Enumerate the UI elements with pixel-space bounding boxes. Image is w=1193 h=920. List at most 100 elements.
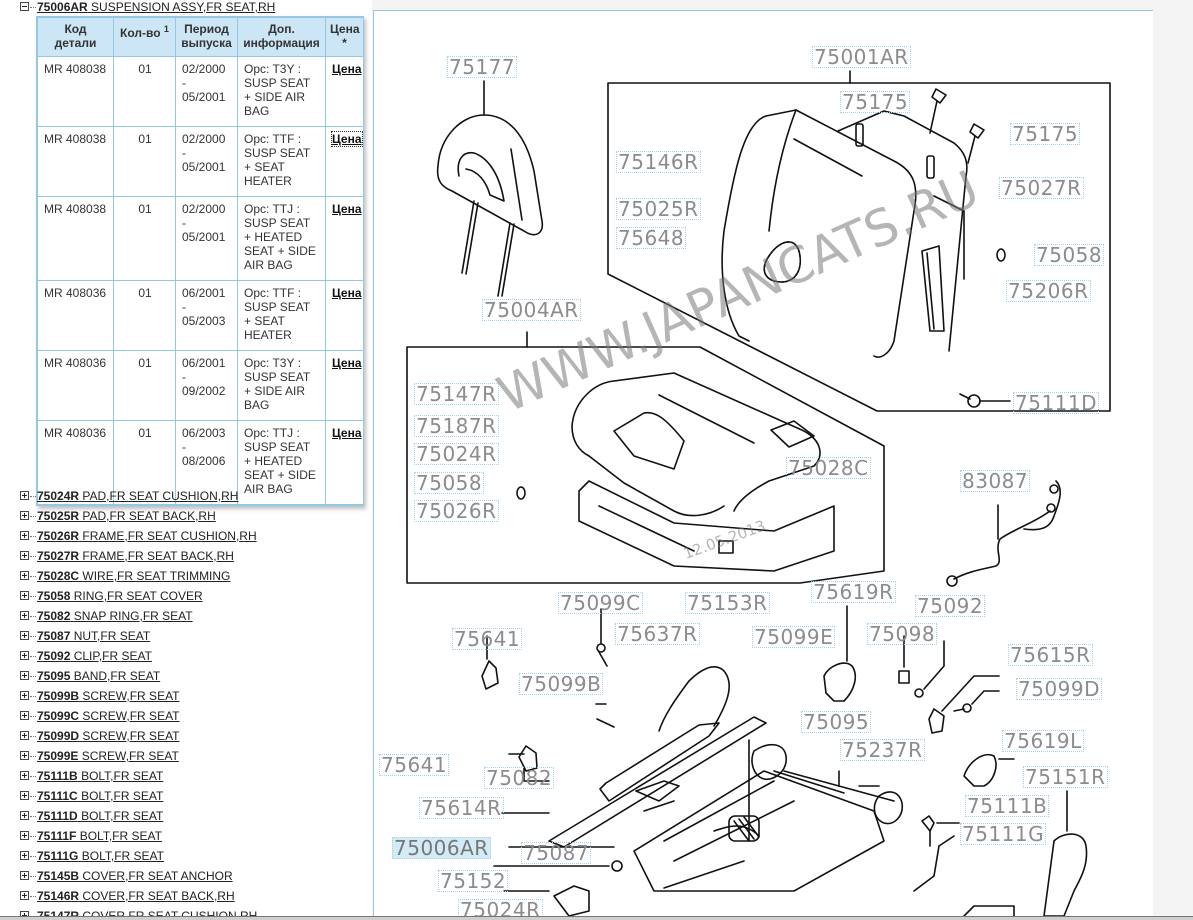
price-link[interactable]: Цена bbox=[331, 131, 363, 147]
expand-toggle-icon[interactable] bbox=[20, 751, 29, 761]
callout-label[interactable]: 75153R bbox=[685, 591, 770, 615]
callout-label[interactable]: 75024R bbox=[414, 442, 499, 466]
callout-label[interactable]: 75024R bbox=[458, 898, 543, 920]
callout-label[interactable]: 75147R bbox=[414, 382, 499, 406]
tree-node[interactable]: 75027R FRAME,FR SEAT BACK,RH bbox=[20, 547, 234, 565]
tree-node-link[interactable]: 75111D BOLT,FR SEAT bbox=[37, 809, 163, 823]
callout-label[interactable]: 75641 bbox=[452, 627, 523, 651]
tree-node-link[interactable]: 75006AR SUSPENSION ASSY,FR SEAT,RH bbox=[37, 0, 275, 14]
callout-label[interactable]: 75146R bbox=[616, 150, 701, 174]
callout-label[interactable]: 75099C bbox=[558, 591, 643, 615]
callout-label[interactable]: 75027R bbox=[999, 176, 1084, 200]
tree-node-link[interactable]: 75058 RING,FR SEAT COVER bbox=[37, 589, 203, 603]
tree-node[interactable]: 75024R PAD,FR SEAT CUSHION,RH bbox=[20, 487, 238, 505]
callout-label[interactable]: 75175 bbox=[840, 90, 911, 114]
tree-node-link[interactable]: 75111G BOLT,FR SEAT bbox=[37, 849, 164, 863]
expand-toggle-icon[interactable] bbox=[20, 551, 29, 561]
tree-node[interactable]: 75082 SNAP RING,FR SEAT bbox=[20, 607, 193, 625]
callout-label[interactable]: 75111D bbox=[1013, 391, 1100, 415]
tree-node[interactable]: 75146R COVER,FR SEAT BACK,RH bbox=[20, 887, 235, 905]
callout-label[interactable]: 75058 bbox=[1034, 243, 1105, 267]
tree-node-link[interactable]: 75087 NUT,FR SEAT bbox=[37, 629, 150, 643]
tree-node[interactable]: 75111B BOLT,FR SEAT bbox=[20, 767, 163, 785]
callout-label[interactable]: 75025R bbox=[616, 197, 701, 221]
expand-toggle-icon[interactable] bbox=[20, 791, 29, 801]
expand-toggle-icon[interactable] bbox=[20, 811, 29, 821]
tree-node-link[interactable]: 75092 CLIP,FR SEAT bbox=[37, 649, 152, 663]
callout-label[interactable]: 75614R bbox=[419, 796, 504, 820]
expand-toggle-icon[interactable] bbox=[20, 891, 29, 901]
callout-label[interactable]: 75058 bbox=[414, 471, 485, 495]
expand-toggle-icon[interactable] bbox=[20, 851, 29, 861]
callout-label[interactable]: 75237R bbox=[840, 738, 925, 762]
tree-node[interactable]: 75111G BOLT,FR SEAT bbox=[20, 847, 164, 865]
expand-toggle-icon[interactable] bbox=[20, 491, 29, 501]
tree-node-link[interactable]: 75095 BAND,FR SEAT bbox=[37, 669, 160, 683]
expand-toggle-icon[interactable] bbox=[20, 831, 29, 841]
expand-toggle-icon[interactable] bbox=[20, 591, 29, 601]
tree-node[interactable]: 75111F BOLT,FR SEAT bbox=[20, 827, 162, 845]
expand-toggle-icon[interactable] bbox=[20, 631, 29, 641]
tree-node-link[interactable]: 75111C BOLT,FR SEAT bbox=[37, 789, 163, 803]
horizontal-scrollbar[interactable] bbox=[0, 916, 1193, 920]
price-link[interactable]: Цена bbox=[332, 356, 362, 370]
callout-label[interactable]: 75004AR bbox=[482, 298, 581, 322]
price-link[interactable]: Цена bbox=[332, 426, 362, 440]
callout-label[interactable]: 75092 bbox=[915, 594, 986, 618]
tree-node-link[interactable]: 75099C SCREW,FR SEAT bbox=[37, 709, 180, 723]
callout-label[interactable]: 75187R bbox=[414, 414, 499, 438]
tree-node-link[interactable]: 75082 SNAP RING,FR SEAT bbox=[37, 609, 193, 623]
tree-node[interactable]: 75025R PAD,FR SEAT BACK,RH bbox=[20, 507, 216, 525]
tree-node-link[interactable]: 75028C WIRE,FR SEAT TRIMMING bbox=[37, 569, 230, 583]
price-link[interactable]: Цена bbox=[332, 62, 362, 76]
tree-node-link[interactable]: 75024R PAD,FR SEAT CUSHION,RH bbox=[37, 489, 238, 503]
callout-label[interactable]: 75087 bbox=[521, 841, 592, 865]
tree-node[interactable]: 75099E SCREW,FR SEAT bbox=[20, 747, 179, 765]
tree-node-link[interactable]: 75027R FRAME,FR SEAT BACK,RH bbox=[37, 549, 234, 563]
callout-label[interactable]: 75615R bbox=[1008, 643, 1093, 667]
callout-label[interactable]: 75648 bbox=[616, 226, 687, 250]
tree-node[interactable]: 75092 CLIP,FR SEAT bbox=[20, 647, 152, 665]
tree-node[interactable]: 75145B COVER,FR SEAT ANCHOR bbox=[20, 867, 233, 885]
expand-toggle-icon[interactable] bbox=[20, 871, 29, 881]
callout-label[interactable]: 75028C bbox=[786, 456, 871, 480]
tree-node-link[interactable]: 75026R FRAME,FR SEAT CUSHION,RH bbox=[37, 529, 257, 543]
collapse-toggle-icon[interactable] bbox=[20, 2, 29, 12]
tree-node-link[interactable]: 75111B BOLT,FR SEAT bbox=[37, 769, 163, 783]
expand-toggle-icon[interactable] bbox=[20, 771, 29, 781]
tree-node-link[interactable]: 75147R COVER,FR SEAT CUSHION,RH bbox=[37, 909, 257, 919]
callout-label[interactable]: 83087 bbox=[960, 469, 1031, 493]
tree-node-link[interactable]: 75111F BOLT,FR SEAT bbox=[37, 829, 162, 843]
tree-node[interactable]: 75058 RING,FR SEAT COVER bbox=[20, 587, 203, 605]
callout-label[interactable]: 75152 bbox=[438, 869, 509, 893]
tree-node[interactable]: 75099C SCREW,FR SEAT bbox=[20, 707, 180, 725]
callout-label[interactable]: 75099B bbox=[519, 672, 604, 696]
callout-label[interactable]: 75637R bbox=[615, 622, 700, 646]
tree-node-link[interactable]: 75099E SCREW,FR SEAT bbox=[37, 749, 179, 763]
expand-toggle-icon[interactable] bbox=[20, 651, 29, 661]
callout-label[interactable]: 75099D bbox=[1016, 677, 1103, 701]
callout-label[interactable]: 75619R bbox=[811, 580, 896, 604]
tree-node[interactable]: 75095 BAND,FR SEAT bbox=[20, 667, 160, 685]
tree-node-expanded[interactable]: 75006AR SUSPENSION ASSY,FR SEAT,RH bbox=[20, 0, 275, 16]
expand-toggle-icon[interactable] bbox=[20, 691, 29, 701]
callout-label[interactable]: 75206R bbox=[1006, 279, 1091, 303]
tree-node-link[interactable]: 75145B COVER,FR SEAT ANCHOR bbox=[37, 869, 233, 883]
expand-toggle-icon[interactable] bbox=[20, 531, 29, 541]
callout-label[interactable]: 75082 bbox=[484, 766, 555, 790]
callout-label[interactable]: 75111G bbox=[960, 822, 1047, 846]
callout-label[interactable]: 75026R bbox=[414, 499, 499, 523]
expand-toggle-icon[interactable] bbox=[20, 571, 29, 581]
tree-node[interactable]: 75026R FRAME,FR SEAT CUSHION,RH bbox=[20, 527, 257, 545]
price-link[interactable]: Цена bbox=[332, 286, 362, 300]
expand-toggle-icon[interactable] bbox=[20, 511, 29, 521]
expand-toggle-icon[interactable] bbox=[20, 711, 29, 721]
callout-label[interactable]: 75099E bbox=[752, 625, 836, 649]
tree-node-link[interactable]: 75099D SCREW,FR SEAT bbox=[37, 729, 180, 743]
expand-toggle-icon[interactable] bbox=[20, 671, 29, 681]
tree-node-link[interactable]: 75099B SCREW,FR SEAT bbox=[37, 689, 180, 703]
price-link[interactable]: Цена bbox=[332, 202, 362, 216]
callout-label[interactable]: 75151R bbox=[1023, 765, 1108, 789]
callout-label[interactable]: 75001AR bbox=[812, 45, 911, 69]
expand-toggle-icon[interactable] bbox=[20, 911, 29, 919]
